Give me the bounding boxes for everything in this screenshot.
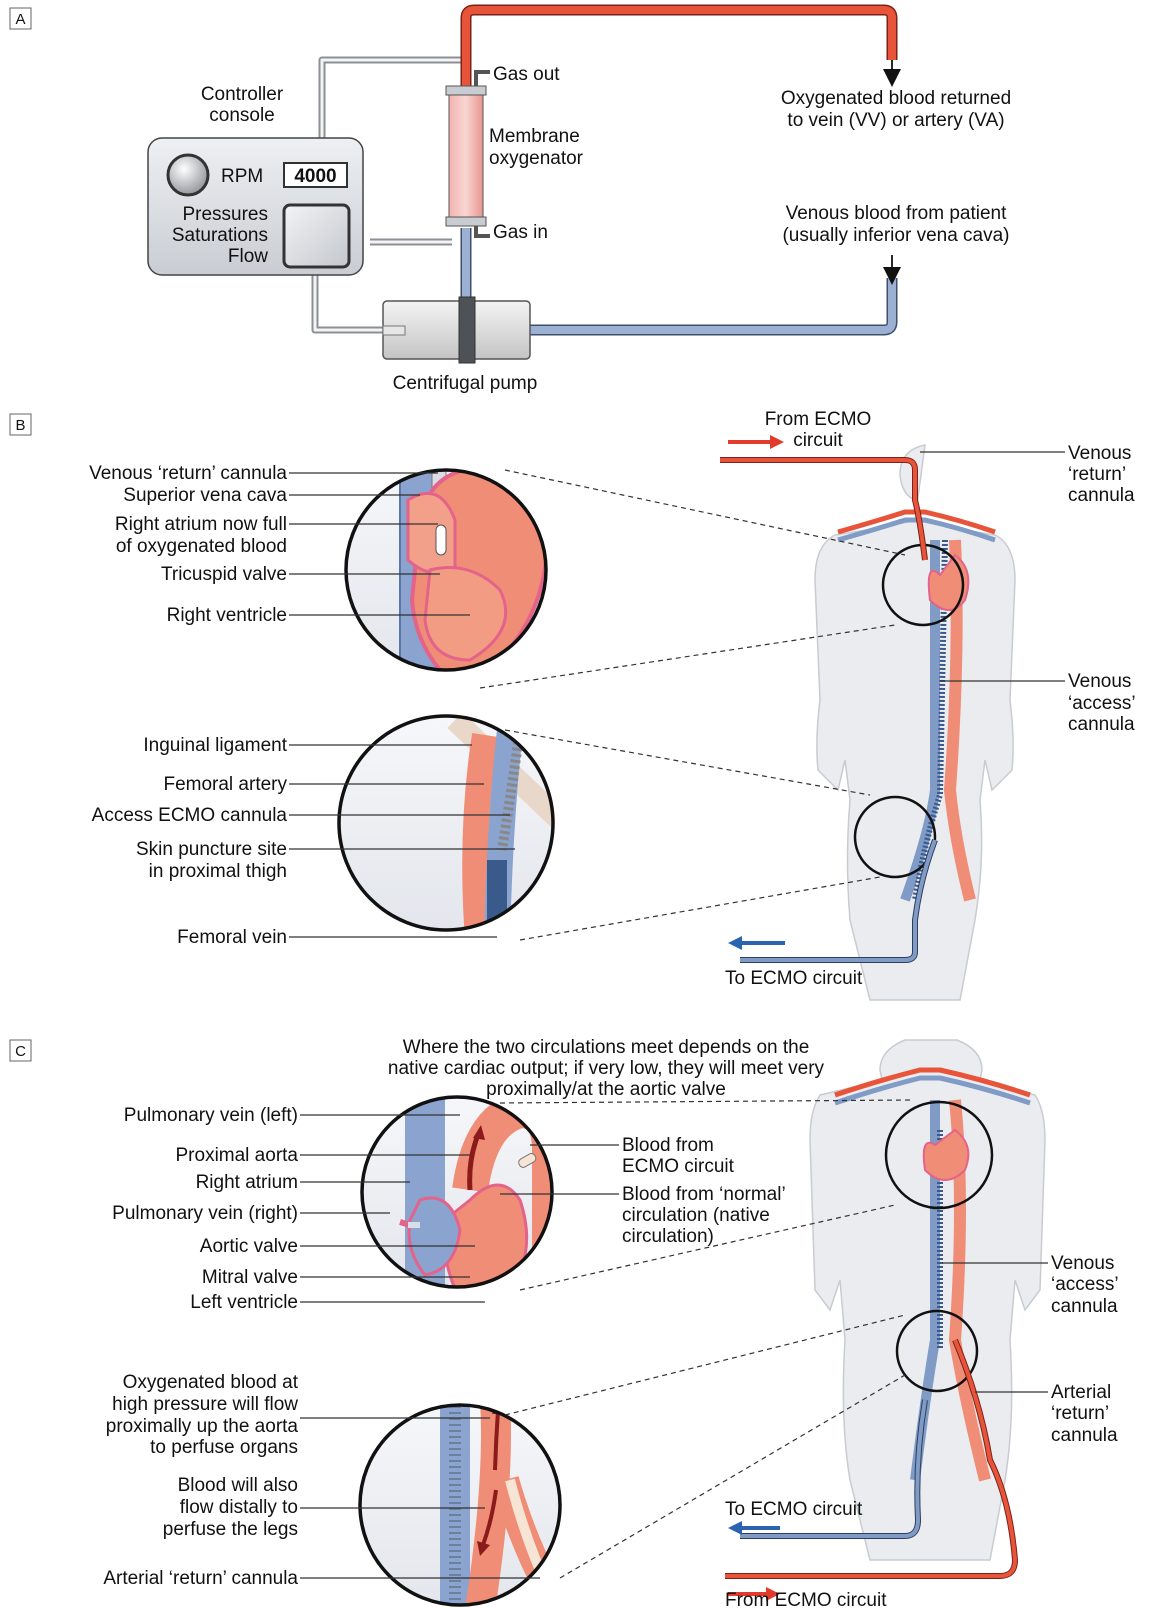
label-femoral-vein: Femoral vein (177, 927, 287, 948)
label-from-ecmo-1: From ECMO (765, 409, 872, 430)
label-pulmonary-vein-left: Pulmonary vein (left) (124, 1105, 298, 1126)
label-right-return-2: ‘return’ (1068, 464, 1126, 485)
label-pulmonary-vein-right: Pulmonary vein (right) (112, 1203, 298, 1224)
rpm-label: RPM (221, 166, 263, 187)
label-blood-ecmo-1: Blood from (622, 1135, 714, 1156)
console-title-2: console (209, 105, 275, 126)
label-distal-2: flow distally to (180, 1497, 298, 1518)
label-arterial-return-cannula: Arterial ‘return’ cannula (103, 1568, 298, 1589)
label-right-atrium-2: of oxygenated blood (116, 536, 287, 557)
label-mitral-valve: Mitral valve (202, 1267, 298, 1288)
rpm-knob-icon[interactable] (168, 155, 208, 195)
label-right-atrium-1: Right atrium now full (115, 514, 287, 535)
label-from-ecmo-c: From ECMO circuit (725, 1590, 887, 1609)
label-superior-vena-cava: Superior vena cava (123, 485, 287, 506)
label-meet-2: native cardiac output; if very low, they… (388, 1058, 825, 1079)
label-inguinal-ligament: Inguinal ligament (143, 735, 287, 756)
venous-label-2: (usually inferior vena cava) (782, 225, 1009, 246)
readout-2: Saturations (172, 225, 268, 246)
label-distal-1: Blood will also (178, 1475, 298, 1496)
label-access-ecmo-cannula: Access ECMO cannula (92, 805, 288, 826)
label-venous-return-cannula: Venous ‘return’ cannula (89, 463, 287, 484)
label-oxy-4: to perfuse organs (150, 1437, 298, 1458)
label-blood-normal-3: circulation) (622, 1226, 714, 1247)
oxygenator-label-2: oxygenator (489, 148, 584, 169)
label-distal-3: perfuse the legs (163, 1519, 298, 1540)
readout-3: Flow (228, 246, 268, 267)
label-left-ventricle: Left ventricle (190, 1292, 298, 1313)
returned-label-2: to vein (VV) or artery (VA) (787, 110, 1004, 131)
label-c-right-arterial-1: Arterial (1051, 1382, 1111, 1403)
to-ecmo-arrow-b (728, 936, 785, 950)
label-skin-puncture-1: Skin puncture site (136, 839, 287, 860)
label-right-access-1: Venous (1068, 671, 1131, 692)
label-blood-normal-2: circulation (native (622, 1205, 770, 1226)
label-blood-normal-1: Blood from ‘normal’ (622, 1184, 786, 1205)
label-oxy-1: Oxygenated blood at (123, 1372, 299, 1393)
readout-1: Pressures (182, 204, 268, 225)
label-right-access-3: cannula (1068, 714, 1135, 735)
label-right-return-3: cannula (1068, 485, 1135, 506)
label-aortic-valve: Aortic valve (200, 1236, 298, 1257)
console-title-1: Controller (201, 84, 284, 105)
label-femoral-artery: Femoral artery (163, 774, 287, 795)
label-c-right-arterial-2: ‘return’ (1051, 1403, 1109, 1424)
panel-a: A (10, 8, 1011, 394)
label-oxy-2: high pressure will flow (112, 1394, 298, 1415)
venous-label-1: Venous blood from patient (786, 203, 1007, 224)
membrane-oxygenator (446, 72, 490, 236)
panel-b: B (10, 409, 1136, 1000)
label-c-right-access-2: ‘access’ (1051, 1274, 1119, 1295)
panel-c-letter: C (15, 1043, 26, 1060)
label-proximal-aorta: Proximal aorta (176, 1145, 299, 1166)
label-meet-1: Where the two circulations meet depends … (403, 1037, 810, 1058)
gas-out-label: Gas out (493, 64, 560, 85)
label-from-ecmo-2: circuit (793, 430, 843, 451)
from-ecmo-arrow-b (728, 435, 784, 449)
returned-label-1: Oxygenated blood returned (781, 88, 1011, 109)
console-screen (284, 205, 349, 267)
label-right-return-1: Venous (1068, 443, 1131, 464)
label-c-right-access-3: cannula (1051, 1296, 1118, 1317)
label-right-ventricle: Right ventricle (167, 605, 287, 626)
label-right-atrium-c: Right atrium (196, 1172, 298, 1193)
label-blood-ecmo-2: ECMO circuit (622, 1156, 735, 1177)
femoral-inset (339, 716, 570, 940)
heart-inset-c (362, 1090, 575, 1300)
oxygenator-label-1: Membrane (489, 126, 580, 147)
label-to-ecmo-b: To ECMO circuit (725, 968, 863, 989)
label-tricuspid-valve: Tricuspid valve (161, 564, 287, 585)
pump-label: Centrifugal pump (393, 373, 538, 394)
label-to-ecmo-c: To ECMO circuit (725, 1499, 863, 1520)
label-right-access-2: ‘access’ (1068, 693, 1136, 714)
to-ecmo-arrow-c (728, 1521, 780, 1535)
label-meet-3: proximally/at the aortic valve (486, 1079, 726, 1100)
panel-b-letter: B (15, 417, 25, 434)
label-oxy-3: proximally up the aorta (106, 1416, 299, 1437)
body-figure-c (810, 1040, 1045, 1560)
venous-tube (520, 278, 892, 330)
panel-c: C Where the two circulations meet depend… (10, 1037, 1119, 1609)
panel-a-letter: A (15, 11, 25, 28)
gas-in-label: Gas in (493, 222, 548, 243)
label-c-right-access-1: Venous (1051, 1253, 1114, 1274)
centrifugal-pump (383, 297, 530, 363)
rpm-value: 4000 (294, 166, 336, 187)
label-c-right-arterial-3: cannula (1051, 1425, 1118, 1446)
label-skin-puncture-2: in proximal thigh (149, 861, 287, 882)
